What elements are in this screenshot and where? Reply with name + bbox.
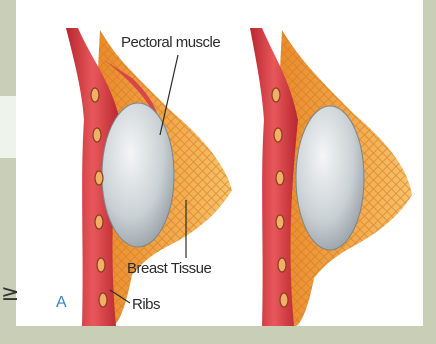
figure-right [250,28,412,326]
label-ribs: Ribs [132,296,160,313]
panel-label: A [56,294,66,312]
implant-right [296,106,364,250]
label-pectoral-muscle: Pectoral muscle [121,34,220,51]
figure-left [66,28,232,326]
implant-left [102,103,174,247]
label-breast-tissue: Breast Tissue [127,260,211,277]
